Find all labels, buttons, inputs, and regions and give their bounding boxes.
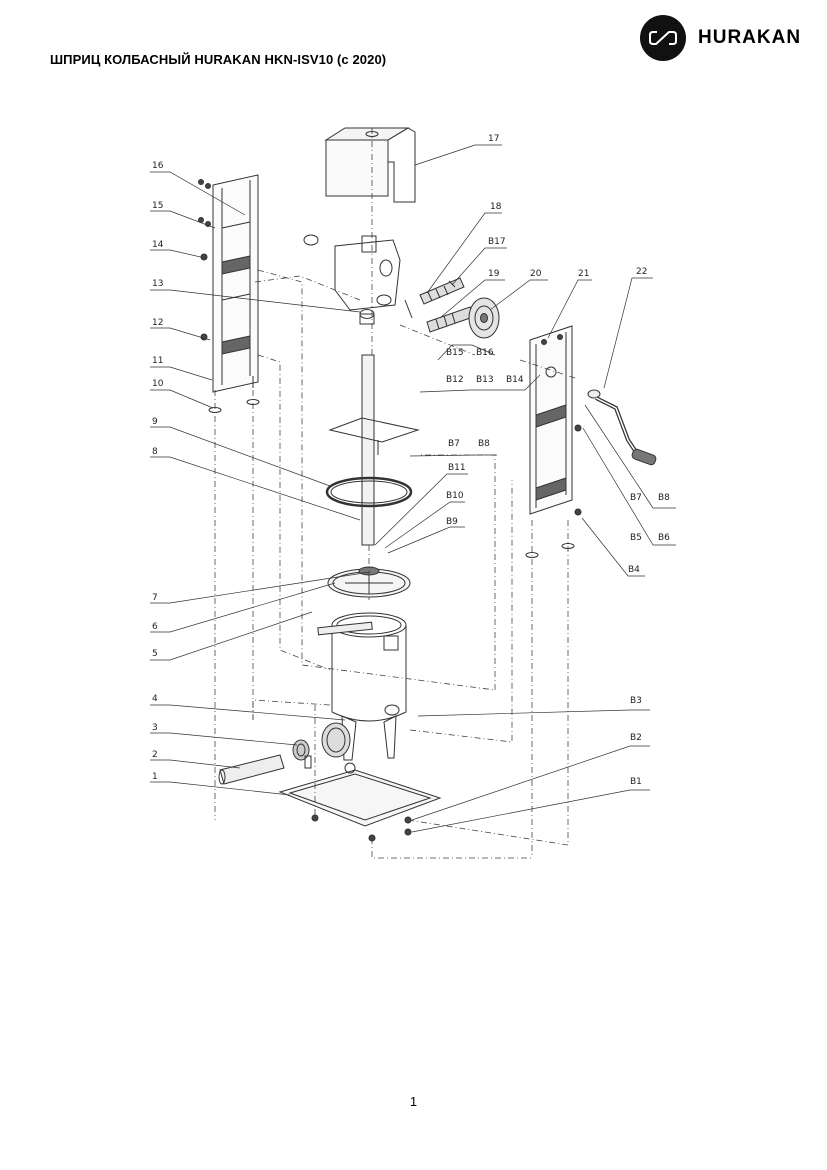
label-11: 11 (152, 356, 163, 366)
label-7: 7 (152, 593, 158, 603)
label-b2: B2 (630, 733, 642, 743)
label-1: 1 (152, 772, 158, 782)
label-20: 20 (530, 269, 542, 279)
label-6: 6 (152, 622, 158, 632)
cylinder-body (317, 612, 407, 761)
label-10: 10 (152, 379, 164, 389)
label-b10: B10 (446, 491, 464, 501)
label-12: 12 (152, 318, 163, 328)
label-b6: B6 (658, 533, 670, 543)
label-17: 17 (488, 134, 499, 144)
label-13: 13 (152, 279, 163, 289)
hurakan-logo-icon (640, 15, 686, 61)
label-2: 2 (152, 750, 158, 760)
page-number: 1 (409, 1094, 418, 1109)
label-b16: B16 (476, 348, 494, 358)
document-title: ШПРИЦ КОЛБАСНЫЙ HURAKAN HKN-ISV10 (с 202… (50, 52, 387, 67)
brand-header: HURAKAN (640, 15, 802, 61)
label-b14: B14 (506, 375, 524, 385)
label-b7-right: B7 (630, 493, 642, 503)
label-b17: B17 (488, 237, 506, 247)
crank-handle-22 (587, 389, 657, 466)
label-b3: B3 (630, 696, 642, 706)
label-5: 5 (152, 649, 158, 659)
nozzle-2 (218, 754, 285, 785)
label-b9: B9 (446, 517, 458, 527)
nut-3 (292, 739, 312, 769)
label-b12: B12 (446, 375, 464, 385)
label-15: 15 (152, 201, 163, 211)
label-b4: B4 (628, 565, 640, 575)
label-18: 18 (490, 202, 502, 212)
label-4: 4 (152, 694, 158, 704)
label-b15: B15 (446, 348, 464, 358)
label-3: 3 (152, 723, 158, 733)
label-14: 14 (152, 240, 164, 250)
shaft-19 (426, 306, 474, 333)
left-frame-plate (198, 174, 259, 393)
label-19: 19 (488, 269, 500, 279)
plate-12 (328, 417, 420, 443)
part-17-cover (324, 127, 416, 203)
label-22: 22 (636, 267, 647, 277)
label-16: 16 (152, 161, 164, 171)
label-8: 8 (152, 447, 158, 457)
label-b8-right: B8 (658, 493, 670, 503)
label-21: 21 (578, 269, 589, 279)
label-9: 9 (152, 417, 158, 427)
label-b8-center: B8 (478, 439, 490, 449)
label-b1: B1 (630, 777, 642, 787)
right-frame-plate (529, 325, 582, 516)
brand-name: HURAKAN (698, 27, 802, 48)
base-plate-1 (278, 762, 442, 827)
shaft-18 (419, 277, 465, 305)
label-b13: B13 (476, 375, 494, 385)
label-b7-center: B7 (448, 439, 460, 449)
gear-20 (468, 297, 500, 339)
gasket-9 (325, 476, 413, 508)
gear-housing (303, 234, 401, 325)
central-shaft (361, 354, 375, 546)
label-b11: B11 (448, 463, 466, 473)
label-b5: B5 (630, 533, 642, 543)
